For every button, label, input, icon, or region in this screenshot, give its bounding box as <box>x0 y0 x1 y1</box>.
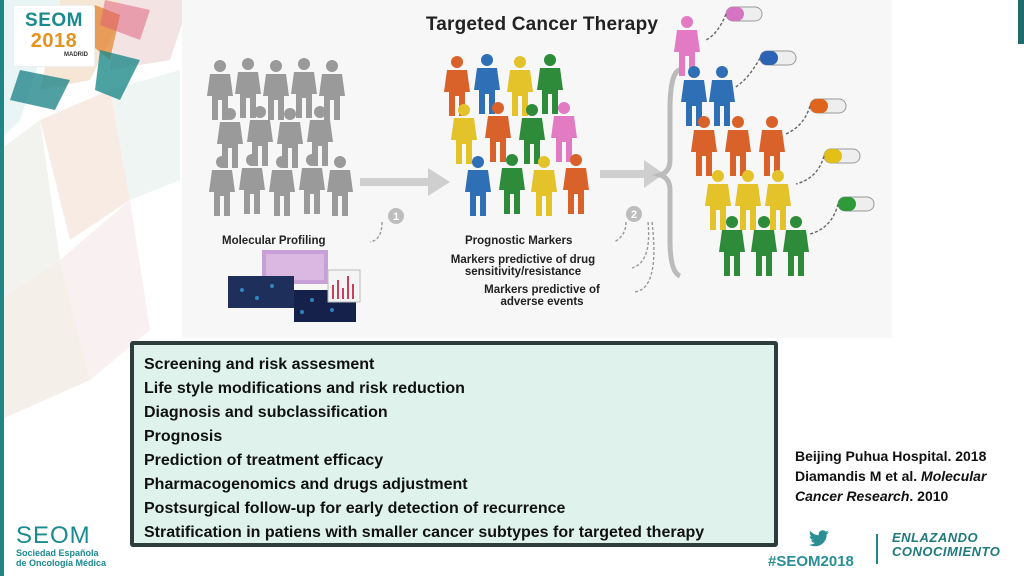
label-prognostic-markers: Prognostic Markers <box>465 235 573 247</box>
application-item: Prediction of treatment efficacy <box>144 452 384 469</box>
seom-2018-badge: SEOM 2018 MADRID <box>14 6 94 66</box>
reference-2: Diamandis M et al. Molecular Cancer Rese… <box>795 466 1020 506</box>
badge-seom-text: SEOM <box>25 10 83 31</box>
application-item: Postsurgical follow-up for early detecti… <box>144 500 566 517</box>
right-accent-tab <box>1018 0 1024 44</box>
reference-1: Beijing Puhua Hospital. 2018 <box>795 448 987 464</box>
slogan-line-2: CONOCIMIENTO <box>892 544 1001 559</box>
label-markers-drug: Markers predictive of drug sensitivity/r… <box>418 254 628 278</box>
targeted-therapy-figure: 1 2 <box>182 0 892 338</box>
figure-title: Targeted Cancer Therapy <box>425 14 659 35</box>
step-1-number: 1 <box>393 211 399 223</box>
seom-logo: SEOM Sociedad Española de Oncología Médi… <box>16 522 107 569</box>
hashtag-text: #SEOM2018 <box>768 553 854 570</box>
badge-year-text: 2018 <box>30 30 78 52</box>
seom-logo-subtitle-2: de Oncología Médica <box>16 558 107 568</box>
reference-2-year: . 2010 <box>909 488 949 504</box>
step-2-number: 2 <box>631 209 637 221</box>
drug-pills <box>725 6 875 212</box>
label-markers-adverse-line2: adverse events <box>500 296 584 308</box>
badge-city-text: MADRID <box>64 52 88 58</box>
label-dotted-connectors <box>369 221 655 293</box>
pill-dotted-arrows <box>705 13 839 235</box>
slogan-line-1: ENLAZANDO <box>892 530 979 545</box>
label-markers-drug-line1: Markers predictive of drug <box>450 254 596 266</box>
label-markers-adverse-line1: Markers predictive of <box>484 284 600 296</box>
grouping-brace <box>651 67 682 279</box>
left-accent-bar <box>0 0 4 576</box>
step-1-circle <box>388 208 404 224</box>
reference-2-journal: Molecular Cancer Research <box>795 468 987 504</box>
application-item: Pharmacogenomics and drugs adjustment <box>144 476 468 493</box>
application-item: Stratification in patiens with smaller c… <box>144 524 705 541</box>
microscopy-images <box>228 250 361 322</box>
arrow-step-1 <box>360 168 450 196</box>
arrow-step-2 <box>600 160 664 188</box>
references: Beijing Puhua Hospital. 2018 Diamandis M… <box>795 446 1020 506</box>
application-item: Screening and risk assesment <box>144 356 375 373</box>
figure-graphics: 1 2 <box>207 6 875 322</box>
twitter-bird-icon <box>808 530 829 547</box>
seom-logo-title: SEOM <box>16 522 91 549</box>
step-2-circle <box>626 206 642 222</box>
colored-population <box>444 54 589 216</box>
label-molecular-profiling: Molecular Profiling <box>222 235 326 247</box>
footer-divider <box>876 534 878 564</box>
label-markers-drug-line2: sensitivity/resistance <box>464 266 582 278</box>
reference-2-authors: Diamandis M et al. <box>795 468 922 484</box>
slogan: ENLAZANDO CONOCIMIENTO <box>892 531 1000 559</box>
application-item: Life style modifications and risk reduct… <box>144 380 465 397</box>
label-markers-adverse: Markers predictive of adverse events <box>452 284 632 308</box>
gray-population <box>207 58 353 216</box>
applications-box: Screening and risk assesment Life style … <box>130 341 778 547</box>
application-item: Diagnosis and subclassification <box>144 404 388 421</box>
seom-logo-subtitle-1: Sociedad Española <box>16 548 99 558</box>
application-item: Prognosis <box>144 428 223 445</box>
